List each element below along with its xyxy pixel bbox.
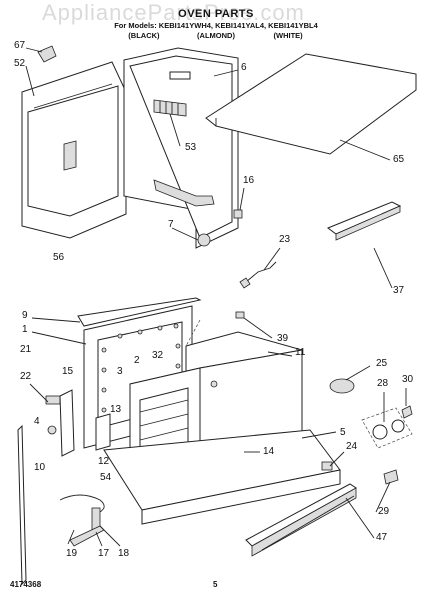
callout-7: 7: [168, 219, 174, 230]
callout-37: 37: [393, 285, 405, 296]
callout-13: 13: [110, 404, 122, 415]
oven-sensor: [235, 261, 277, 319]
callout-5: 5: [340, 427, 346, 438]
callout-53: 53: [185, 142, 197, 153]
kick-plate: [245, 483, 357, 557]
oven-base: [103, 429, 341, 525]
callout-47: 47: [376, 532, 388, 543]
callout-65: 65: [393, 154, 405, 165]
callout-1: 1: [22, 324, 28, 335]
callout-32: 32: [152, 350, 164, 361]
diagram-part-number: 4174368: [10, 580, 42, 589]
rear-rail: [326, 201, 402, 241]
callout-11: 11: [295, 347, 306, 358]
callout-2: 2: [134, 355, 140, 366]
callout-25: 25: [376, 358, 388, 369]
page-number: 5: [213, 580, 218, 589]
callout-56: 56: [53, 252, 65, 263]
callout-labels: 67 52 6 53 65 16 56 7 23 37 9 1 39 21 11 32 2 25 22 15 3 28 30…: [14, 40, 414, 559]
color-white: (WHITE): [273, 31, 303, 40]
callout-10: 10: [34, 462, 46, 473]
callout-24: 24: [346, 441, 358, 452]
callout-21: 21: [20, 344, 32, 355]
callout-19: 19: [66, 548, 78, 559]
callout-6: 6: [241, 62, 247, 73]
models-line: For Models: KEBI141YWH4, KEBI141YAL4, KE…: [114, 21, 318, 30]
control-knob-assembly: [321, 378, 413, 485]
callout-39: 39: [277, 333, 289, 344]
callout-30: 30: [402, 374, 414, 385]
color-variants: (BLACK) (ALMOND) (WHITE): [0, 31, 432, 40]
callout-18: 18: [118, 548, 130, 559]
vent-grille: [153, 99, 187, 117]
door-hinge-assembly: [17, 383, 111, 586]
diagram-title: OVEN PARTS: [178, 8, 254, 20]
color-almond: (ALMOND): [197, 31, 235, 40]
callout-16: 16: [243, 175, 255, 186]
callout-3: 3: [117, 366, 123, 377]
callout-14: 14: [263, 446, 275, 457]
top-panel: [205, 53, 417, 155]
callout-12: 12: [98, 456, 110, 467]
callout-29: 29: [378, 506, 390, 517]
callout-17: 17: [98, 548, 110, 559]
color-black: (BLACK): [128, 31, 160, 40]
callout-54: 54: [100, 472, 112, 483]
callout-23: 23: [279, 234, 291, 245]
callout-22: 22: [20, 371, 32, 382]
callout-67: 67: [14, 40, 26, 51]
callout-4: 4: [34, 416, 40, 427]
back-panel: [123, 47, 243, 249]
callout-9: 9: [22, 310, 28, 321]
callout-15: 15: [62, 366, 74, 377]
callout-28: 28: [377, 378, 389, 389]
left-side-panel: [21, 45, 127, 239]
leader-lines: [25, 47, 407, 547]
callout-52: 52: [14, 58, 26, 69]
